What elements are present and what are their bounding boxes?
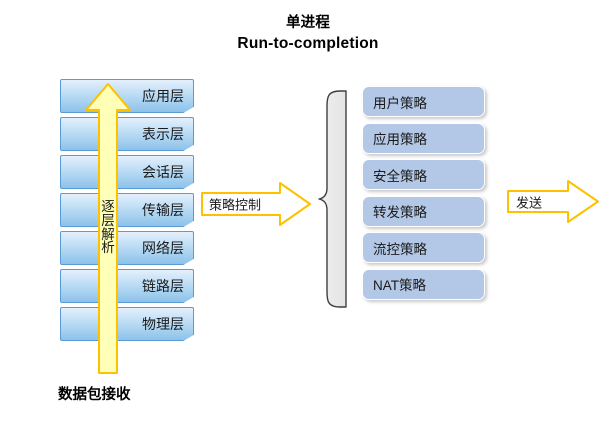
policy-label: 安全策略	[373, 168, 427, 184]
osi-layer-box[interactable]: 链路层	[60, 269, 194, 303]
osi-layer-label: 表示层	[142, 126, 184, 142]
up-arrow-char-3: 析	[101, 240, 115, 256]
policy-label: 转发策略	[373, 205, 427, 220]
up-arrow-char-2: 解	[101, 226, 115, 242]
up-arrow-label: 逐 层 解 析	[84, 200, 132, 255]
policy-label: 用户策略	[373, 95, 427, 111]
up-arrow-shape	[85, 83, 131, 374]
policy-group-brace	[318, 88, 348, 310]
osi-layer-box[interactable]: 传输层	[60, 193, 194, 227]
send-arrow: 发送	[506, 179, 600, 224]
policy-box[interactable]: 用户策略	[362, 86, 485, 117]
osi-layer-stack: 应用层表示层会话层传输层网络层链路层物理层	[60, 79, 194, 344]
policy-arrow-label: 策略控制	[209, 197, 262, 213]
up-arrow-char-0: 逐	[101, 199, 115, 214]
policy-control-arrow: 策略控制	[200, 181, 312, 227]
title-line-english: Run-to-completion	[237, 34, 379, 52]
policy-label: NAT策略	[373, 278, 426, 293]
osi-layer-label: 应用层	[142, 88, 184, 104]
osi-layer-label: 传输层	[142, 202, 184, 218]
send-arrow-shape	[507, 180, 599, 223]
up-arrow-char-1: 层	[101, 212, 115, 228]
policy-box[interactable]: 流控策略	[362, 232, 485, 263]
policy-box[interactable]: 应用策略	[362, 122, 485, 154]
title-line-chinese: 单进程	[285, 15, 331, 31]
send-arrow-label: 发送	[516, 195, 543, 210]
policy-box[interactable]: NAT策略	[362, 268, 485, 300]
osi-layer-label: 会话层	[142, 164, 184, 180]
policy-box[interactable]: 转发策略	[362, 195, 485, 227]
packet-receive-caption: 数据包接收	[58, 387, 131, 403]
policy-arrow-shape	[201, 182, 311, 226]
policy-box[interactable]: 安全策略	[362, 159, 485, 190]
osi-layer-label: 物理层	[142, 316, 184, 332]
curly-brace-shape	[318, 90, 347, 308]
osi-layer-box[interactable]: 表示层	[60, 117, 194, 151]
diagram-title: 单进程 Run-to-completion	[150, 14, 466, 54]
policy-label: 应用策略	[373, 132, 427, 147]
osi-layer-label: 链路层	[142, 278, 184, 294]
policy-item-stack: 用户策略应用策略安全策略转发策略流控策略 NAT策略	[362, 86, 488, 308]
osi-layer-box[interactable]: 会话层	[60, 155, 194, 189]
osi-layer-label: 网络层	[142, 240, 184, 256]
osi-layer-box[interactable]: 网络层	[60, 231, 194, 265]
policy-label: 流控策略	[373, 241, 427, 257]
layer-parsing-up-arrow: 逐 层 解 析	[84, 82, 132, 375]
osi-layer-box[interactable]: 物理层	[60, 307, 194, 341]
